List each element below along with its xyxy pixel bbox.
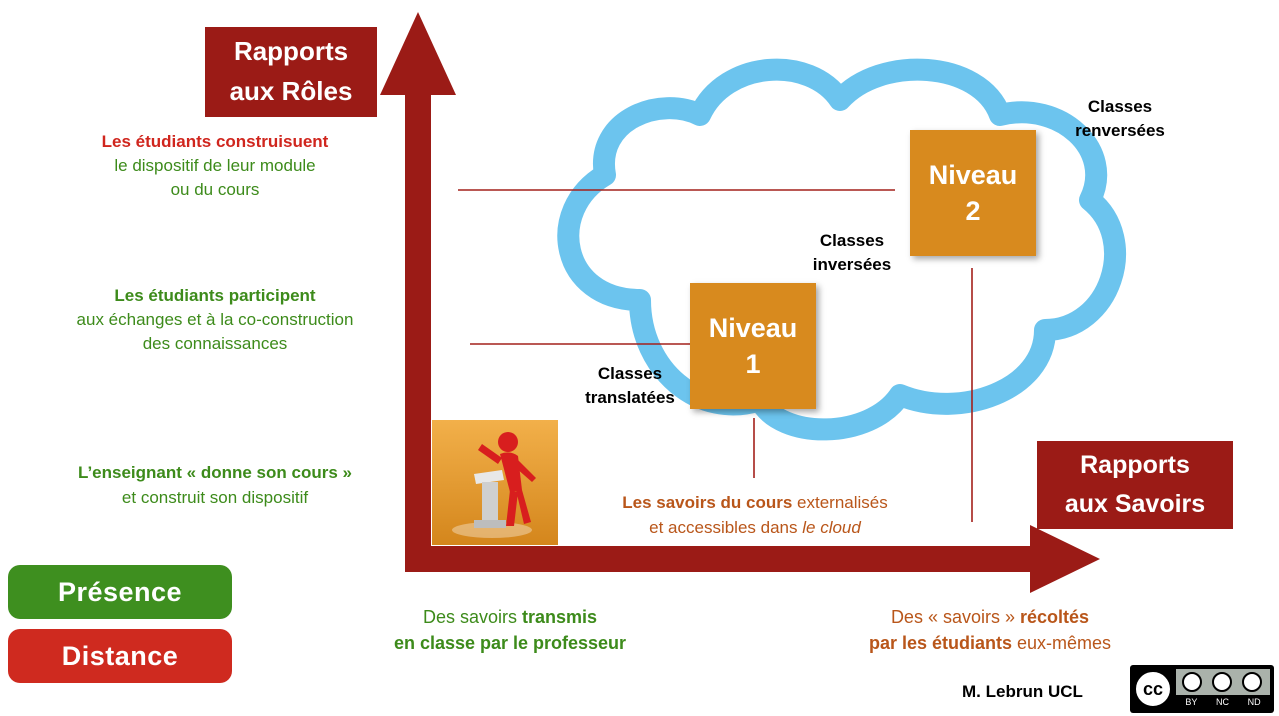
savoirs-cloud-line2: et accessibles dans <box>649 518 803 537</box>
savoirs-cloud-text: Les savoirs du cours externalisés et acc… <box>560 490 950 540</box>
savoirs-recoltes-strong2: par les étudiants <box>868 633 1012 653</box>
niveau-2-box: Niveau 2 <box>910 130 1036 256</box>
savoirs-recoltes-strong: récoltés <box>1020 607 1090 627</box>
x-axis-title: Rapports aux Savoirs <box>1037 441 1233 529</box>
role-bottom-strong: L’enseignant « donne son cours » <box>78 463 352 482</box>
author-credit: M. Lebrun UCL <box>962 682 1083 701</box>
cc-logo-icon: cc <box>1134 670 1172 708</box>
savoirs-transmis-line2: en classe par le professeur <box>393 633 627 653</box>
classes-translatees-line2: translatées <box>585 387 675 407</box>
y-axis-title-line2: aux Rôles <box>229 76 353 106</box>
savoirs-recoltes-prefix: Des « savoirs » <box>890 607 1020 627</box>
role-top-line2: le dispositif de leur module <box>114 156 316 175</box>
niveau-2-number: 2 <box>965 196 981 226</box>
nc-label: NC <box>1216 697 1229 707</box>
classes-inversees-line1: Classes <box>819 231 885 250</box>
nc-icon <box>1212 672 1232 692</box>
niveau-1-label: Niveau <box>708 312 798 343</box>
role-top-strong: Les étudiants construisuent <box>101 132 329 151</box>
savoirs-transmis-text: Des savoirs transmis en classe par le pr… <box>345 604 675 656</box>
teacher-illustration <box>432 420 558 545</box>
savoirs-cloud-rest: externalisés <box>792 493 888 512</box>
teacher-figure-icon <box>452 432 536 538</box>
nd-label: ND <box>1247 697 1261 707</box>
savoirs-transmis-prefix: Des savoirs <box>422 607 522 627</box>
niveau-1-number: 1 <box>745 349 761 379</box>
nd-icon <box>1242 672 1262 692</box>
savoirs-recoltes-suffix: eux-mêmes <box>1012 633 1112 653</box>
classes-renversees-line2: renversées <box>1075 120 1165 140</box>
role-middle-line3: des connaissances <box>142 334 288 353</box>
y-axis-title: Rapports aux Rôles <box>205 27 377 117</box>
x-axis-arrow <box>405 525 1100 593</box>
role-top: Les étudiants construisuent le dispositi… <box>30 130 400 202</box>
cc-term-labels: BY NC ND <box>1176 695 1270 709</box>
niveau-1-box: Niveau 1 <box>690 283 816 409</box>
savoirs-recoltes-text: Des « savoirs » récoltés par les étudian… <box>820 604 1160 656</box>
role-middle-line2: aux échanges et à la co-construction <box>76 310 354 329</box>
y-axis-title-line1: Rapports <box>233 36 349 66</box>
legend-presence: Présence <box>8 565 232 619</box>
classes-inversees: Classes inversées <box>792 229 912 277</box>
role-bottom-line2: et construit son dispositif <box>121 488 309 507</box>
role-middle: Les étudiants participent aux échanges e… <box>30 284 400 356</box>
classes-translatees-line1: Classes <box>597 364 663 383</box>
classes-translatees: Classes translatées <box>560 362 700 410</box>
x-axis-title-line2: aux Savoirs <box>1064 490 1206 518</box>
role-top-line3: ou du cours <box>170 180 260 199</box>
role-bottom: L’enseignant « donne son cours » et cons… <box>30 460 400 510</box>
by-icon <box>1182 672 1202 692</box>
cc-logo-text: cc <box>1142 678 1164 699</box>
by-label: BY <box>1185 697 1198 707</box>
legend-distance: Distance <box>8 629 232 683</box>
savoirs-transmis-strong: transmis <box>521 607 598 627</box>
savoirs-cloud-strong: Les savoirs du cours <box>622 493 793 512</box>
role-middle-strong: Les étudiants participent <box>114 286 316 305</box>
niveau-2-label: Niveau <box>928 159 1018 190</box>
classes-inversees-line2: inversées <box>812 254 892 274</box>
classes-renversees: Classes renversées <box>1050 95 1190 143</box>
x-axis-title-line1: Rapports <box>1080 451 1190 479</box>
cc-terms: BY NC ND <box>1176 669 1270 709</box>
classes-renversees-line1: Classes <box>1087 97 1153 116</box>
cc-license-badge: cc BY NC ND <box>1130 665 1274 713</box>
y-axis-arrow <box>380 12 456 572</box>
savoirs-cloud-italic: le cloud <box>802 518 861 537</box>
